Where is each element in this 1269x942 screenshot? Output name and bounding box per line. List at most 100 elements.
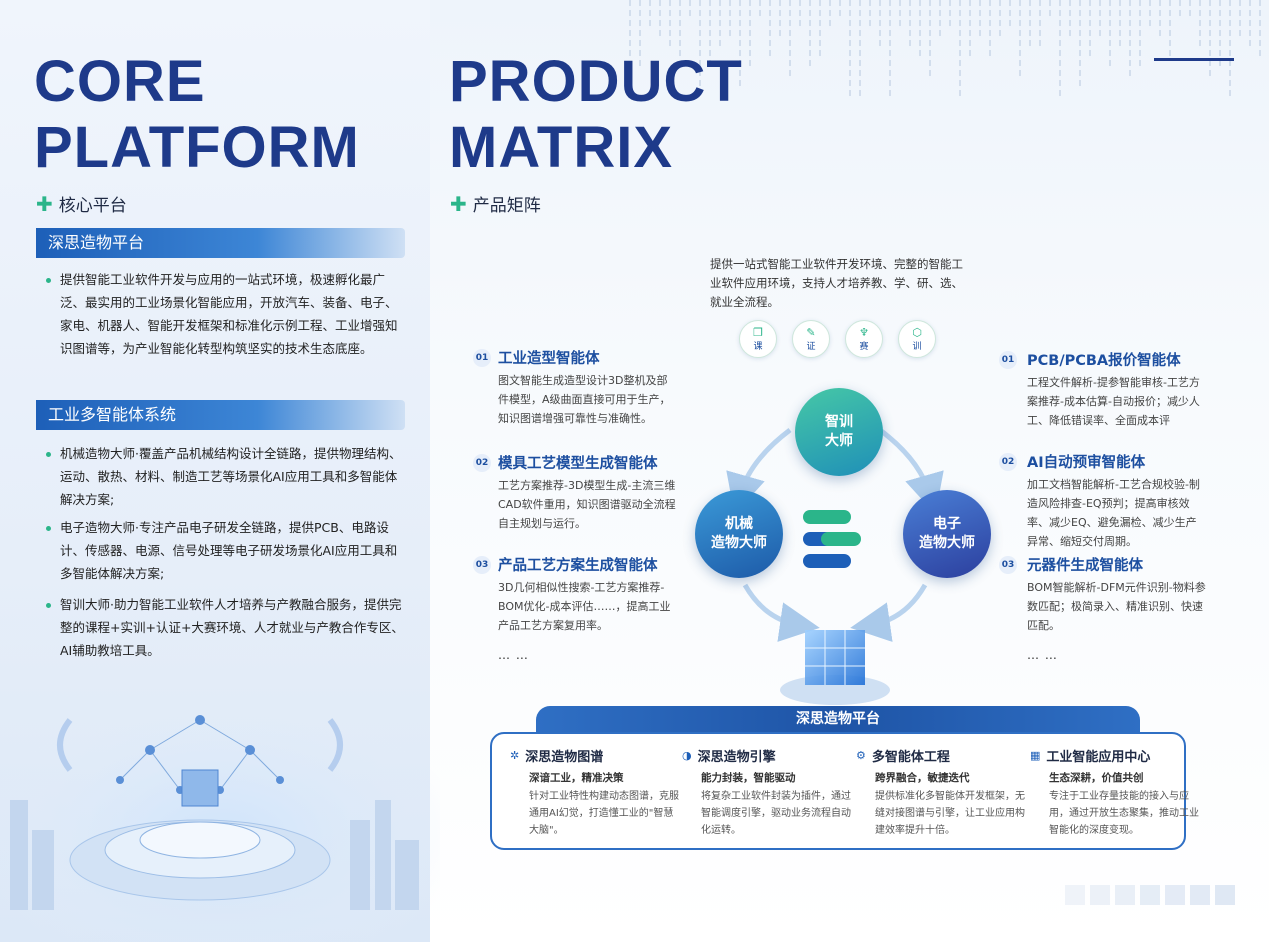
code-rain-dash (729, 10, 731, 16)
platform-col-graph-title: ✲深思造物图谱 (510, 749, 604, 765)
bullet-icon (46, 603, 51, 608)
code-rain-dash (999, 0, 1001, 6)
deco-square (1190, 885, 1210, 905)
code-rain-dash (709, 20, 711, 26)
code-rain-dash (1049, 10, 1051, 16)
plus-icon: ✚ (450, 191, 467, 216)
cube-icon: ⬡ (912, 326, 922, 339)
code-rain-dash (809, 40, 811, 46)
code-rain-dash (809, 10, 811, 16)
platform-box (490, 732, 1186, 850)
bullet-icon (46, 278, 51, 283)
code-rain-dash (959, 90, 961, 96)
product-subtitle-text: 产品矩阵 (472, 196, 541, 216)
code-rain-dash (879, 30, 881, 36)
code-rain-dash (1099, 20, 1101, 26)
code-rain-dash (849, 30, 851, 36)
code-rain-dash (659, 10, 661, 16)
code-rain-dash (729, 0, 731, 6)
code-rain-dash (719, 0, 721, 6)
code-rain-dash (689, 0, 691, 6)
code-rain-dash (899, 20, 901, 26)
code-rain-dash (979, 20, 981, 26)
code-rain-dash (759, 0, 761, 6)
code-rain-dash (919, 50, 921, 56)
code-rain-dash (679, 30, 681, 36)
code-rain-dash (1159, 10, 1161, 16)
code-rain-dash (1259, 40, 1261, 46)
code-rain-dash (1129, 50, 1131, 56)
code-rain-dash (729, 20, 731, 26)
code-rain-dash (849, 80, 851, 86)
code-rain-dash (959, 0, 961, 6)
code-rain-dash (1209, 20, 1211, 26)
deco-square (1090, 885, 1110, 905)
code-rain-dash (1089, 30, 1091, 36)
platform-col-appcenter-title: ▦工业智能应用中心 (1030, 749, 1151, 765)
code-rain-dash (1139, 0, 1141, 6)
code-rain-dash (1029, 20, 1031, 26)
code-rain-dash (809, 0, 811, 6)
code-rain-dash (1029, 10, 1031, 16)
code-rain-dash (889, 70, 891, 76)
code-rain-dash (849, 40, 851, 46)
code-rain-dash (969, 0, 971, 6)
code-rain-dash (1129, 70, 1131, 76)
code-rain-dash (829, 10, 831, 16)
code-rain-dash (789, 50, 791, 56)
code-rain-dash (1159, 0, 1161, 6)
code-rain-dash (1219, 20, 1221, 26)
code-rain-dash (719, 20, 721, 26)
code-rain-dash (1129, 40, 1131, 46)
agent-desc-pcb: 工程文件解析-提参智能审核-工艺方案推荐-成本估算-自动报价；减少人工、降低错误… (1027, 376, 1200, 427)
agent-number: 03 (999, 556, 1017, 574)
code-rain-dash (939, 30, 941, 36)
code-rain-dash (699, 20, 701, 26)
code-rain-dash (799, 0, 801, 6)
code-rain-dash (1029, 40, 1031, 46)
code-rain-dash (639, 30, 641, 36)
code-rain-dash (929, 40, 931, 46)
code-rain-dash (1109, 50, 1111, 56)
code-rain-dash (789, 20, 791, 26)
code-rain-dash (749, 60, 751, 66)
code-rain-dash (1019, 20, 1021, 26)
code-rain-dash (859, 10, 861, 16)
code-rain-dash (1199, 40, 1201, 46)
code-rain-dash (1209, 30, 1211, 36)
code-rain-dash (809, 20, 811, 26)
code-rain-dash (669, 10, 671, 16)
code-rain-dash (899, 0, 901, 6)
code-rain-dash (1079, 10, 1081, 16)
code-rain-dash (1039, 30, 1041, 36)
code-rain-dash (1039, 40, 1041, 46)
core-subtitle: ✚ 核心平台 (36, 191, 127, 217)
chip-course: ❐课 (739, 320, 777, 358)
agent-desc-component: BOM智能解析-DFM元件识别-物料参数匹配；极简录入、精准识别、快速匹配。 (1027, 581, 1206, 632)
code-rain-dash (949, 10, 951, 16)
code-rain-dash (739, 80, 741, 86)
code-rain-dash (849, 20, 851, 26)
code-rain-dash (1169, 40, 1171, 46)
code-rain-dash (829, 20, 831, 26)
code-rain-dash (1209, 60, 1211, 66)
code-rain-dash (1199, 10, 1201, 16)
agent-title-pcb: PCB/PCBA报价智能体 (1027, 353, 1181, 369)
code-rain-dash (679, 10, 681, 16)
product-hero-line1: PRODUCT (449, 49, 743, 114)
code-rain-decoration (629, 0, 1261, 96)
code-rain-dash (819, 0, 821, 6)
code-rain-dash (809, 50, 811, 56)
code-rain-dash (699, 50, 701, 56)
code-rain-dash (1109, 40, 1111, 46)
code-rain-dash (1259, 20, 1261, 26)
code-rain-dash (769, 0, 771, 6)
code-rain-dash (1219, 50, 1221, 56)
code-rain-dash (739, 40, 741, 46)
code-rain-dash (1229, 50, 1231, 56)
code-rain-dash (979, 10, 981, 16)
code-rain-dash (989, 10, 991, 16)
code-rain-dash (1239, 30, 1241, 36)
agent-title-component: 元器件生成智能体 (1027, 558, 1143, 574)
code-rain-dash (639, 20, 641, 26)
